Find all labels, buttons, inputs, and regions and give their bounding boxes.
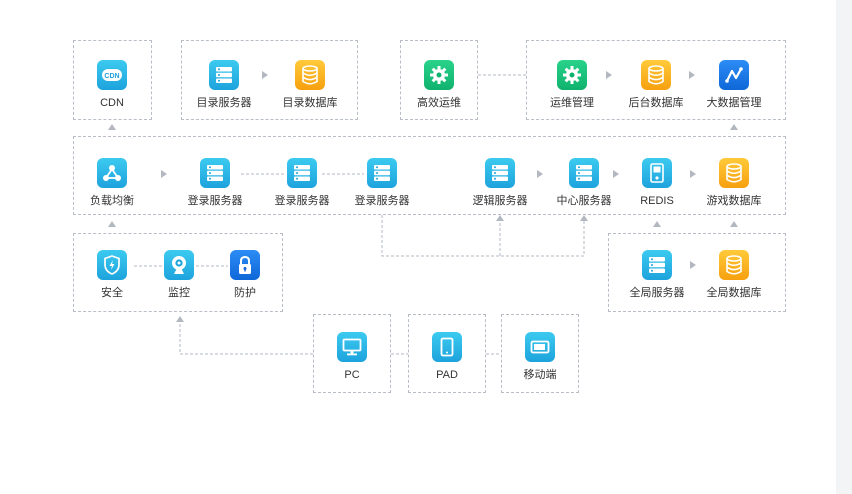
node-login-server: 登录服务器 <box>262 158 342 218</box>
database-icon <box>719 250 749 280</box>
redis-icon <box>642 158 672 188</box>
node-label: PAD <box>436 369 458 381</box>
arrow-up <box>108 221 116 227</box>
monitor-icon <box>337 332 367 362</box>
gear-icon <box>557 60 587 90</box>
node-cdn: CDN CDN <box>72 60 152 120</box>
node-label: 全局数据库 <box>706 287 762 299</box>
shield-icon <box>97 250 127 280</box>
arrow-right <box>690 261 696 269</box>
lock-icon <box>230 250 260 280</box>
server-icon <box>209 60 239 90</box>
node-global-server: 全局服务器 <box>617 250 697 310</box>
node-label: PC <box>344 369 360 381</box>
node-label: 移动端 <box>523 369 557 381</box>
node-label: 监控 <box>168 287 190 299</box>
cdn-box <box>73 40 152 120</box>
arrow-up <box>108 124 116 130</box>
node-security: 安全 <box>72 250 152 310</box>
ops-box <box>526 40 786 120</box>
node-label: 高效运维 <box>417 97 461 109</box>
server-icon <box>485 158 515 188</box>
main-server-box <box>73 136 786 215</box>
client-box-mobile <box>501 314 579 393</box>
cdn-icon: CDN <box>97 60 127 90</box>
arrow-right <box>606 71 612 79</box>
node-login-server: 登录服务器 <box>175 158 255 218</box>
node-label: CDN <box>100 97 124 109</box>
client-box-pad <box>408 314 486 393</box>
node-label: 安全 <box>101 287 123 299</box>
server-icon <box>200 158 230 188</box>
global-box <box>608 233 786 312</box>
arrow-up <box>730 124 738 130</box>
server-icon <box>287 158 317 188</box>
load-balance-icon <box>97 158 127 188</box>
arrow-up <box>730 221 738 227</box>
arrow-right <box>537 170 543 178</box>
tablet-icon <box>432 332 462 362</box>
security-box <box>73 233 283 312</box>
node-ops-management: 运维管理 <box>532 60 612 120</box>
database-icon <box>295 60 325 90</box>
database-icon <box>719 158 749 188</box>
arrow-right <box>262 71 268 79</box>
node-label: 全局服务器 <box>629 287 685 299</box>
node-label: 目录服务器 <box>196 97 252 109</box>
node-client-pad: PAD <box>407 332 487 392</box>
chart-icon <box>719 60 749 90</box>
node-label: 负载均衡 <box>90 195 134 207</box>
directory-box <box>181 40 358 120</box>
node-label: REDIS <box>640 195 674 207</box>
arrow-right <box>161 170 167 178</box>
arrow-up <box>176 316 184 322</box>
node-login-server: 登录服务器 <box>342 158 422 218</box>
node-big-data-management: 大数据管理 <box>694 60 774 120</box>
node-label: 中心服务器 <box>556 195 612 207</box>
node-center-server: 中心服务器 <box>544 158 624 218</box>
node-backend-database: 后台数据库 <box>616 60 696 120</box>
gear-icon <box>424 60 454 90</box>
node-label: 大数据管理 <box>706 97 762 109</box>
node-efficient-ops: 高效运维 <box>399 60 479 120</box>
node-label: 逻辑服务器 <box>472 195 528 207</box>
node-monitoring: 监控 <box>139 250 219 310</box>
node-label: 游戏数据库 <box>706 195 762 207</box>
node-protection: 防护 <box>205 250 285 310</box>
node-directory-server: 目录服务器 <box>184 60 264 120</box>
node-label: 防护 <box>234 287 256 299</box>
server-icon <box>642 250 672 280</box>
node-label: 运维管理 <box>550 97 594 109</box>
arrow-right <box>690 170 696 178</box>
node-directory-database: 目录数据库 <box>270 60 350 120</box>
arrow-up <box>580 215 588 221</box>
camera-icon <box>164 250 194 280</box>
phone-icon <box>525 332 555 362</box>
database-icon <box>641 60 671 90</box>
node-label: 登录服务器 <box>274 195 330 207</box>
node-game-database: 游戏数据库 <box>694 158 774 218</box>
node-global-database: 全局数据库 <box>694 250 774 310</box>
node-logic-server: 逻辑服务器 <box>460 158 540 218</box>
node-client-pc: PC <box>312 332 392 392</box>
arrow-up <box>653 221 661 227</box>
svg-text:CDN: CDN <box>104 73 119 80</box>
node-load-balancer: 负载均衡 <box>72 158 152 218</box>
scrollbar-track[interactable] <box>836 0 852 494</box>
node-client-mobile: 移动端 <box>500 332 580 392</box>
client-box-pc <box>313 314 391 393</box>
node-redis: REDIS <box>617 158 697 218</box>
server-icon <box>569 158 599 188</box>
node-label: 登录服务器 <box>354 195 410 207</box>
node-label: 后台数据库 <box>628 97 684 109</box>
arrow-right <box>613 170 619 178</box>
ops-group-box <box>400 40 478 120</box>
node-label: 目录数据库 <box>282 97 338 109</box>
arrow-right <box>689 71 695 79</box>
node-label: 登录服务器 <box>187 195 243 207</box>
server-icon <box>367 158 397 188</box>
arrow-up <box>496 215 504 221</box>
